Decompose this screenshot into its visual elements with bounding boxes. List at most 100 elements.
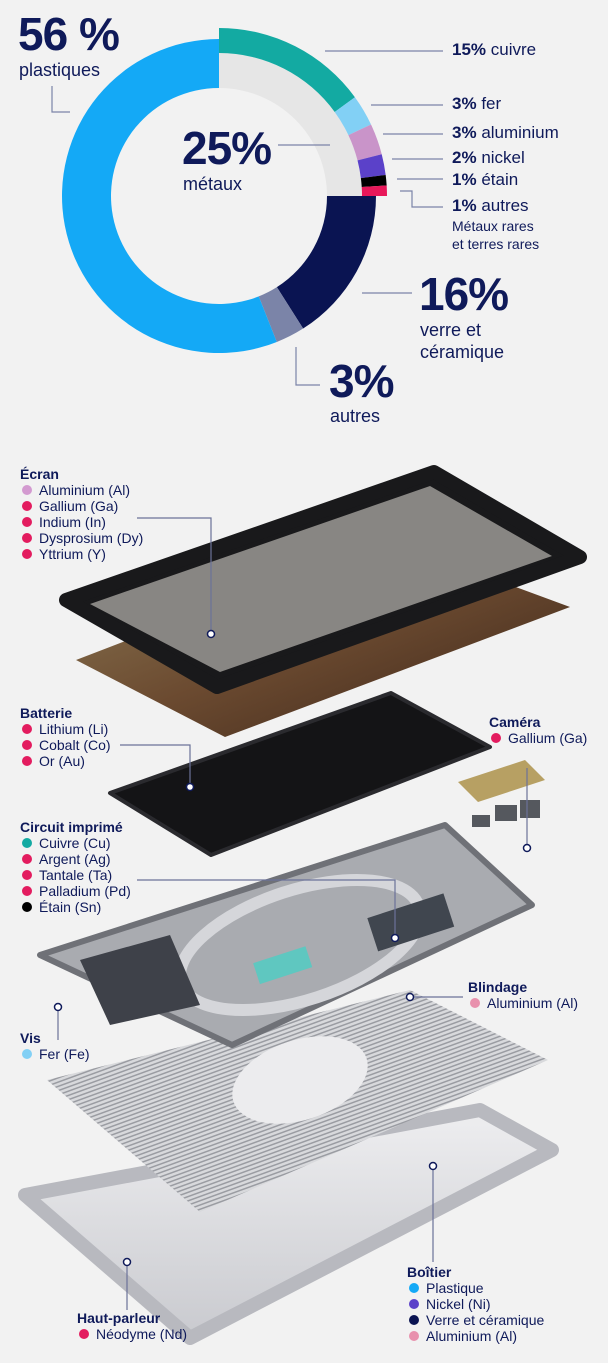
label-metaux: métaux xyxy=(183,174,243,194)
marker-ecran xyxy=(206,629,216,639)
element-name: Fer (Fe) xyxy=(39,1046,90,1062)
element-dot-icon xyxy=(79,1329,89,1339)
label-aluminium: 3% aluminium xyxy=(452,123,559,142)
segment-métaux xyxy=(219,53,362,196)
element-item: Nickel (Ni) xyxy=(407,1296,544,1312)
element-item: Palladium (Pd) xyxy=(20,883,131,899)
element-dot-icon xyxy=(409,1315,419,1325)
label-verre-2: céramique xyxy=(420,342,505,362)
component-title: Haut-parleur xyxy=(77,1310,161,1326)
element-name: Néodyme (Nd) xyxy=(96,1326,188,1342)
marker-circuit xyxy=(390,933,400,943)
pct-autres: 3% xyxy=(329,355,394,407)
element-dot-icon xyxy=(409,1283,419,1293)
marker-hautparleur xyxy=(122,1257,132,1267)
element-item: Plastique xyxy=(407,1280,544,1296)
element-item: Aluminium (Al) xyxy=(407,1328,544,1344)
camera-module xyxy=(458,760,545,802)
element-name: Gallium (Ga) xyxy=(508,730,588,746)
component-title: Boîtier xyxy=(407,1264,452,1280)
marker-vis xyxy=(53,1002,63,1012)
label-cuivre: 15% cuivre xyxy=(452,40,537,59)
element-dot-icon xyxy=(22,501,32,511)
element-dot-icon xyxy=(22,533,32,543)
element-name: Aluminium (Al) xyxy=(487,995,579,1011)
element-name: Gallium (Ga) xyxy=(39,498,119,514)
element-item: Argent (Ag) xyxy=(20,851,131,867)
subsegment-nickel xyxy=(357,154,386,179)
component-title: Circuit imprimé xyxy=(20,819,123,835)
element-dot-icon xyxy=(22,740,32,750)
leader-autres-metaux xyxy=(400,190,443,208)
subsegment-étain xyxy=(360,174,387,188)
battery xyxy=(108,691,492,857)
leader-lines xyxy=(51,50,443,386)
element-dot-icon xyxy=(22,724,32,734)
element-item: Fer (Fe) xyxy=(20,1046,90,1062)
camera-block xyxy=(472,815,490,827)
component-title: Caméra xyxy=(489,714,541,730)
label-verre-1: verre et xyxy=(420,320,482,340)
marker-batterie xyxy=(185,782,195,792)
subsegment-fer xyxy=(334,97,372,136)
label-nickel: 2% nickel xyxy=(452,148,525,167)
element-name: Argent (Ag) xyxy=(39,851,111,867)
screen-glass xyxy=(90,486,552,672)
element-name: Aluminium (Al) xyxy=(426,1328,518,1344)
component-title: Batterie xyxy=(20,705,73,721)
segment-verre-et-céramique xyxy=(276,196,376,329)
element-name: Nickel (Ni) xyxy=(426,1296,491,1312)
element-name: Indium (In) xyxy=(39,514,106,530)
label-etain: 1% étain xyxy=(452,170,519,189)
donut-chart xyxy=(51,28,443,386)
element-item: Étain (Sn) xyxy=(20,899,131,915)
element-dot-icon xyxy=(22,485,32,495)
subsegment-autres xyxy=(361,185,387,196)
element-name: Étain (Sn) xyxy=(39,899,102,915)
element-dot-icon xyxy=(409,1331,419,1341)
element-dot-icon xyxy=(22,870,32,880)
label-fer: 3% fer xyxy=(452,94,502,113)
pct-plastiques: 56 % xyxy=(18,8,120,60)
element-dot-icon xyxy=(470,998,480,1008)
element-item: Verre et céramique xyxy=(407,1312,544,1328)
element-item: Aluminium (Al) xyxy=(468,995,578,1011)
element-dot-icon xyxy=(491,733,501,743)
element-item: Yttrium (Y) xyxy=(20,546,143,562)
circuit-board xyxy=(80,935,200,1025)
subsegment-aluminium xyxy=(348,124,382,161)
element-name: Or (Au) xyxy=(39,753,85,769)
element-item: Dysprosium (Dy) xyxy=(20,530,143,546)
marker-boitier xyxy=(428,1161,438,1171)
element-item: Cuivre (Cu) xyxy=(20,835,131,851)
marker-camera xyxy=(522,843,532,853)
element-name: Tantale (Ta) xyxy=(39,867,113,883)
element-item: Gallium (Ga) xyxy=(489,730,587,746)
element-item: Indium (In) xyxy=(20,514,143,530)
element-dot-icon xyxy=(22,1049,32,1059)
element-name: Palladium (Pd) xyxy=(39,883,131,899)
segment-autres xyxy=(258,287,304,342)
segment-plastiques xyxy=(62,38,277,353)
element-dot-icon xyxy=(22,854,32,864)
element-item: Aluminium (Al) xyxy=(20,482,143,498)
element-dot-icon xyxy=(22,549,32,559)
camera-block xyxy=(520,800,540,818)
element-item: Or (Au) xyxy=(20,753,111,769)
element-dot-icon xyxy=(409,1299,419,1309)
marker-blindage xyxy=(405,992,415,1002)
element-name: Lithium (Li) xyxy=(39,721,109,737)
element-item: Cobalt (Co) xyxy=(20,737,111,753)
component-leader-lines xyxy=(57,517,528,1310)
element-name: Cobalt (Co) xyxy=(39,737,111,753)
label-autres-metaux: 1% autres xyxy=(452,196,529,215)
element-name: Cuivre (Cu) xyxy=(39,835,111,851)
shield-hole xyxy=(232,1036,368,1124)
element-item: Gallium (Ga) xyxy=(20,498,143,514)
element-name: Yttrium (Y) xyxy=(39,546,106,562)
